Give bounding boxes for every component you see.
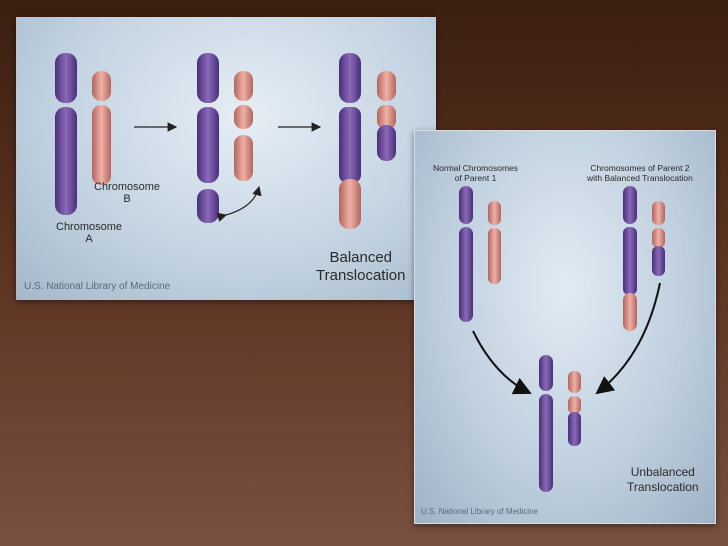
parent1-label: Normal Chromosomes of Parent 1 [433, 163, 519, 183]
unbalanced-translocation-label: Unbalanced Translocation [627, 465, 699, 494]
parent1-chromosome-a [459, 186, 473, 322]
chromosome-b [92, 71, 111, 185]
balanced-translocation-panel: Chromosome B Chromosome A Balanced Trans… [16, 17, 436, 300]
credit-text: U.S. National Library of Medicine [24, 281, 171, 292]
unbalanced-diagram [459, 186, 665, 492]
chromosome-b-label: Chromosome B [94, 181, 161, 205]
offspring-chromosome-a [539, 355, 553, 492]
parent1-chromosome-b [488, 201, 501, 284]
chromosome-a-translocated [339, 53, 361, 229]
parent2-chromosome-b [652, 201, 665, 276]
chromosome-a-broken [197, 53, 219, 223]
balanced-translocation-label: Balanced Translocation [316, 249, 406, 284]
unbalanced-translocation-panel: Normal Chromosomes of Parent 1 Chromosom… [414, 130, 716, 524]
balanced-diagram [55, 53, 396, 229]
swap-arrow [216, 185, 262, 222]
arrow-from-parent2 [595, 282, 661, 395]
arrow-from-parent1 [472, 330, 532, 395]
chromosome-a-label: Chromosome A [56, 221, 123, 245]
chromosome-a [55, 53, 77, 215]
parent2-chromosome-a [623, 186, 637, 331]
chromosome-b-translocated [377, 71, 396, 161]
credit-text: U.S. National Library of Medicine [421, 507, 538, 516]
chromosome-b-broken [234, 71, 253, 181]
parent2-label: Chromosomes of Parent 2 with Balanced Tr… [587, 163, 693, 183]
offspring-chromosome-b [568, 371, 581, 446]
